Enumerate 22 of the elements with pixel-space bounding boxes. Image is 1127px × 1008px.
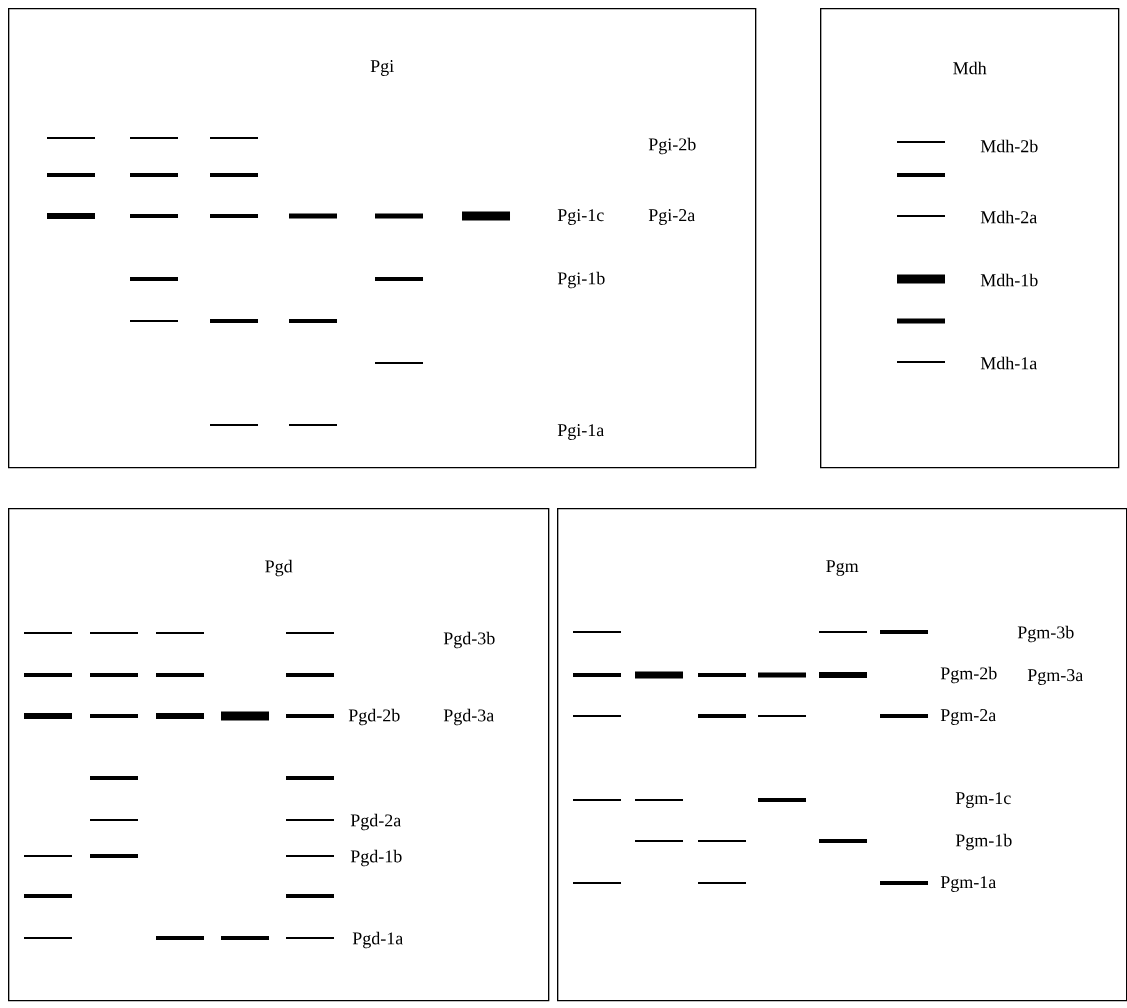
band-label: Pgi-1b	[557, 271, 605, 289]
band-label: Pgi-1c	[557, 209, 604, 225]
band-label: Mdh-2a	[980, 210, 1037, 224]
band-label: Pgd-3b	[443, 631, 495, 649]
band-label: Mdh-2b	[980, 139, 1038, 153]
band-label: Pgm-1a	[940, 876, 996, 892]
band-label: Pgi-1a	[557, 424, 604, 440]
band-label: Mdh-1b	[980, 273, 1038, 287]
band-label: Pgd-1b	[350, 849, 402, 867]
band-label: Pgm-3a	[1027, 669, 1083, 685]
band-label: Pgd-3a	[443, 708, 494, 726]
band-label: Pgm-2b	[940, 666, 997, 684]
band-label: Pgi-2b	[648, 137, 696, 155]
band-label: Pgm-1c	[955, 792, 1011, 808]
band-label: Pgd-2b	[348, 708, 400, 726]
band-label: Pgi-2a	[648, 209, 695, 225]
band-label: Pgm-3b	[1017, 625, 1074, 643]
band-label: Pgd-1a	[352, 931, 403, 949]
band-label: Pgm-1b	[955, 833, 1012, 851]
band-label: Pgm-2a	[940, 709, 996, 725]
band-label: Mdh-1a	[980, 356, 1037, 370]
band-label: Pgd-2a	[350, 813, 401, 831]
